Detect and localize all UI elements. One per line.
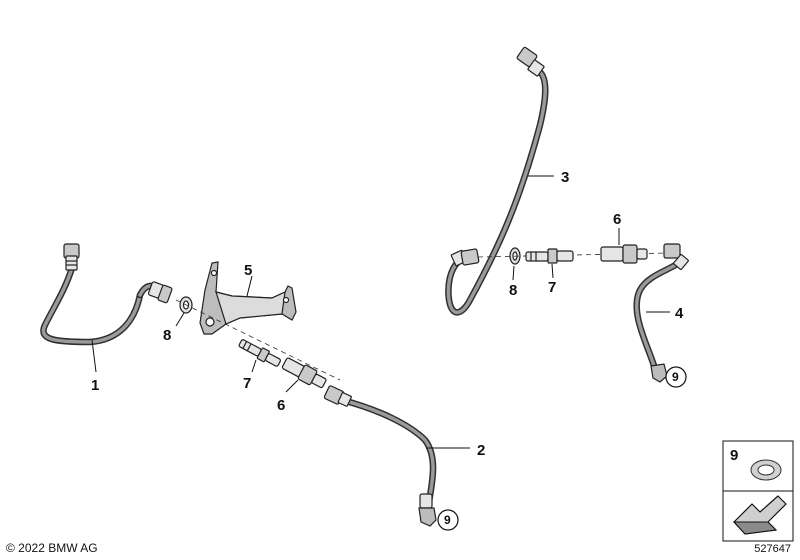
callout-3: 3 <box>561 169 569 186</box>
brake-hose-part-4 <box>633 243 689 383</box>
callout-7-left: 7 <box>243 375 251 392</box>
arrow-icon <box>732 495 787 535</box>
bolt-part-7-right <box>525 248 574 264</box>
callout-8-left: 8 <box>163 327 171 344</box>
circled-ref-9-hose-2-label: 9 <box>444 513 451 527</box>
callout-2: 2 <box>477 442 485 459</box>
circled-ref-9-hose-4: 9 <box>665 366 687 388</box>
legend-item-number: 9 <box>730 447 738 464</box>
sealing-ring-icon <box>750 459 782 481</box>
circled-ref-9-hose-2: 9 <box>437 509 459 531</box>
callout-4: 4 <box>675 305 684 322</box>
callout-1: 1 <box>91 377 99 394</box>
callout-6-right: 6 <box>613 211 621 228</box>
circled-ref-9-hose-4-label: 9 <box>672 370 679 384</box>
callout-8-right: 8 <box>509 282 517 299</box>
assembly-axis-left <box>175 299 341 381</box>
brake-hose-part-1 <box>40 243 173 346</box>
legend-box: 9 <box>722 440 794 542</box>
brake-line-part-3 <box>445 46 549 316</box>
brake-hose-part-2 <box>323 385 437 527</box>
bolt-part-7-left <box>238 339 281 367</box>
bracket-part-5 <box>199 261 297 335</box>
copyright-notice: © 2022 BMW AG <box>6 541 98 555</box>
connector-part-6-right <box>600 244 648 264</box>
callout-6-left: 6 <box>277 397 285 414</box>
callout-5: 5 <box>244 262 252 279</box>
callout-7-right: 7 <box>548 279 556 296</box>
leader-lines <box>91 175 670 449</box>
drawing-number: 527647 <box>754 543 791 555</box>
connector-part-6-left <box>281 357 327 389</box>
